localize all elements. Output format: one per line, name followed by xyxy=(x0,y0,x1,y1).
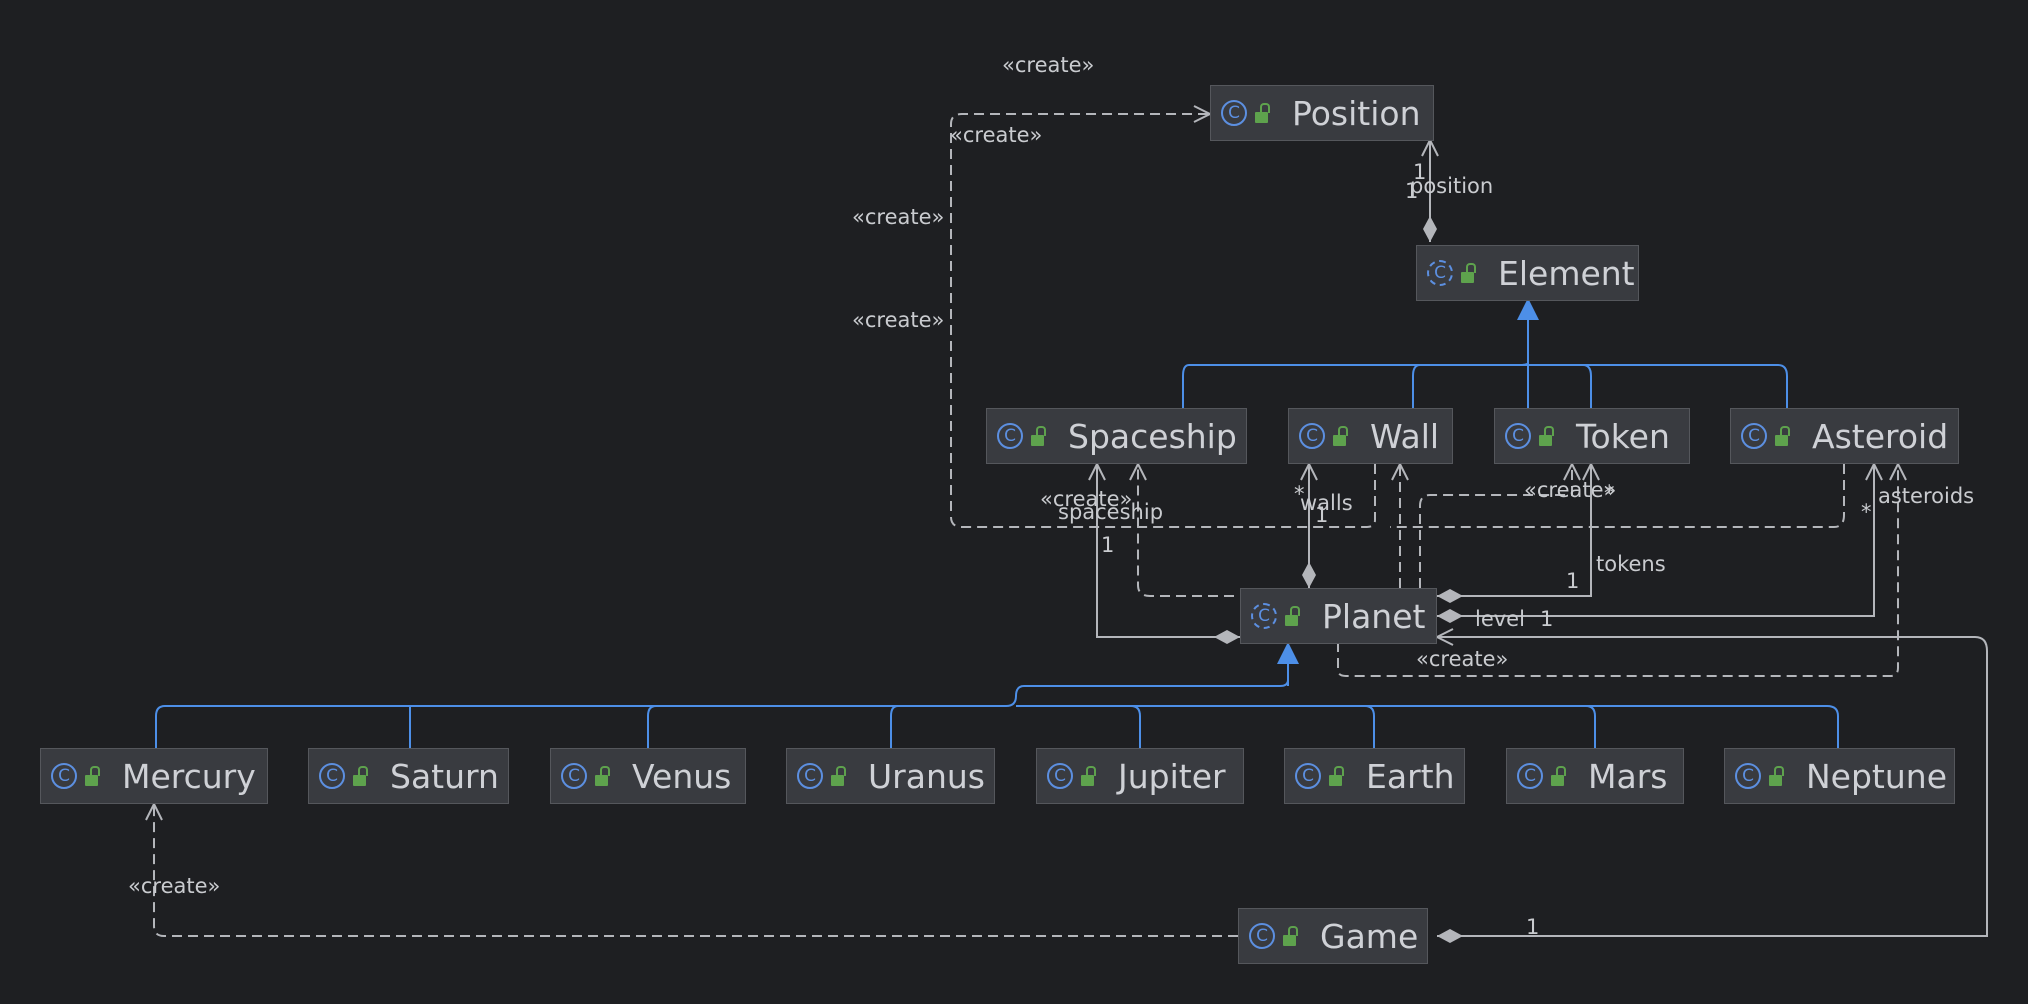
class-name: Spaceship xyxy=(1068,416,1237,456)
class-icon: C xyxy=(1295,763,1321,789)
class-name: Token xyxy=(1576,416,1670,456)
class-icon: C xyxy=(797,763,823,789)
class-name: Game xyxy=(1320,916,1419,956)
position-mult-b: 1 xyxy=(1405,179,1418,203)
class-node-mercury[interactable]: C Mercury xyxy=(40,748,268,804)
class-icon: C xyxy=(561,763,587,789)
unlock-icon xyxy=(1769,765,1784,786)
class-icon: C xyxy=(1221,100,1247,126)
unlock-icon xyxy=(1255,102,1270,123)
unlock-icon xyxy=(85,765,100,786)
class-node-token[interactable]: C Token xyxy=(1494,408,1690,464)
unlock-icon xyxy=(1461,262,1476,283)
class-node-earth[interactable]: C Earth xyxy=(1284,748,1465,804)
create-label-3: «create» xyxy=(852,205,944,229)
class-name: Venus xyxy=(632,756,732,796)
unlock-icon xyxy=(1329,765,1344,786)
class-node-uranus[interactable]: C Uranus xyxy=(786,748,995,804)
class-icon: C xyxy=(51,763,77,789)
create-label-1: «create» xyxy=(1002,53,1094,77)
unlock-icon xyxy=(1551,765,1566,786)
class-name: Uranus xyxy=(868,756,985,796)
tokens-mult-many: * xyxy=(1604,481,1615,505)
walls-mult-many: * xyxy=(1294,482,1305,506)
class-node-asteroid[interactable]: C Asteroid xyxy=(1730,408,1959,464)
tokens-mult-one: 1 xyxy=(1566,569,1579,593)
class-node-planet[interactable]: C Planet xyxy=(1240,588,1437,644)
spaceship-mult: 1 xyxy=(1101,533,1114,557)
unlock-icon xyxy=(595,765,610,786)
class-icon: C xyxy=(1249,923,1275,949)
class-icon: C xyxy=(1735,763,1761,789)
spaceship-role-label: spaceship xyxy=(1058,500,1163,524)
class-icon: C xyxy=(1741,423,1767,449)
tokens-role-label: tokens xyxy=(1596,552,1666,576)
class-node-wall[interactable]: C Wall xyxy=(1288,408,1453,464)
class-icon: C xyxy=(1299,423,1325,449)
inheritance-edges-planet xyxy=(155,642,1839,748)
unlock-icon xyxy=(1539,425,1554,446)
class-node-spaceship[interactable]: C Spaceship xyxy=(986,408,1247,464)
create-label-2: «create» xyxy=(950,123,1042,147)
class-name: Planet xyxy=(1322,596,1426,636)
class-node-saturn[interactable]: C Saturn xyxy=(308,748,509,804)
walls-role-label: walls xyxy=(1300,491,1353,515)
game-mult: 1 xyxy=(1526,915,1539,939)
class-name: Mercury xyxy=(122,756,256,796)
unlock-icon xyxy=(831,765,846,786)
unlock-icon xyxy=(1285,605,1300,626)
unlock-icon xyxy=(1775,425,1790,446)
class-name: Neptune xyxy=(1806,756,1948,796)
class-name: Position xyxy=(1292,93,1421,133)
class-icon: C xyxy=(1047,763,1073,789)
level-role-label: level xyxy=(1475,607,1525,631)
class-name: Mars xyxy=(1588,756,1668,796)
position-mult-a: 1 xyxy=(1413,160,1426,184)
create-label-9: «create» xyxy=(128,874,220,898)
inheritance-edges-element xyxy=(1182,298,1788,408)
unlock-icon xyxy=(1333,425,1348,446)
class-node-game[interactable]: C Game xyxy=(1238,908,1428,964)
create-dependency-edges xyxy=(154,114,1898,937)
walls-mult-one: 1 xyxy=(1315,503,1328,527)
create-label-6: «create» xyxy=(1040,487,1132,511)
abstract-class-icon: C xyxy=(1427,260,1453,286)
edge-labels: «create» «create» «create» «create» «cre… xyxy=(128,53,1974,939)
class-name: Asteroid xyxy=(1812,416,1949,456)
class-node-element[interactable]: C Element xyxy=(1416,245,1639,301)
class-icon: C xyxy=(1505,423,1531,449)
create-label-8: «create» xyxy=(1416,647,1508,671)
asteroids-mult-many: * xyxy=(1861,500,1872,524)
class-name: Earth xyxy=(1366,756,1455,796)
unlock-icon xyxy=(353,765,368,786)
unlock-icon xyxy=(1031,425,1046,446)
position-role-label: position xyxy=(1410,174,1493,198)
class-name: Element xyxy=(1498,253,1635,293)
class-node-jupiter[interactable]: C Jupiter xyxy=(1036,748,1244,804)
class-node-mars[interactable]: C Mars xyxy=(1506,748,1684,804)
level-mult: 1 xyxy=(1540,607,1553,631)
class-name: Jupiter xyxy=(1118,756,1226,796)
unlock-icon xyxy=(1283,925,1298,946)
class-node-position[interactable]: C Position xyxy=(1210,85,1434,141)
class-name: Saturn xyxy=(390,756,499,796)
unlock-icon xyxy=(1081,765,1096,786)
create-label-7: «create» xyxy=(1524,478,1616,502)
class-icon: C xyxy=(319,763,345,789)
class-name: Wall xyxy=(1370,416,1440,456)
asteroids-role-label: asteroids xyxy=(1878,484,1974,508)
class-node-venus[interactable]: C Venus xyxy=(550,748,746,804)
create-label-4: «create» xyxy=(852,308,944,332)
class-icon: C xyxy=(1517,763,1543,789)
association-edges xyxy=(1097,140,1988,936)
abstract-class-icon: C xyxy=(1251,603,1277,629)
class-node-neptune[interactable]: C Neptune xyxy=(1724,748,1955,804)
class-icon: C xyxy=(997,423,1023,449)
